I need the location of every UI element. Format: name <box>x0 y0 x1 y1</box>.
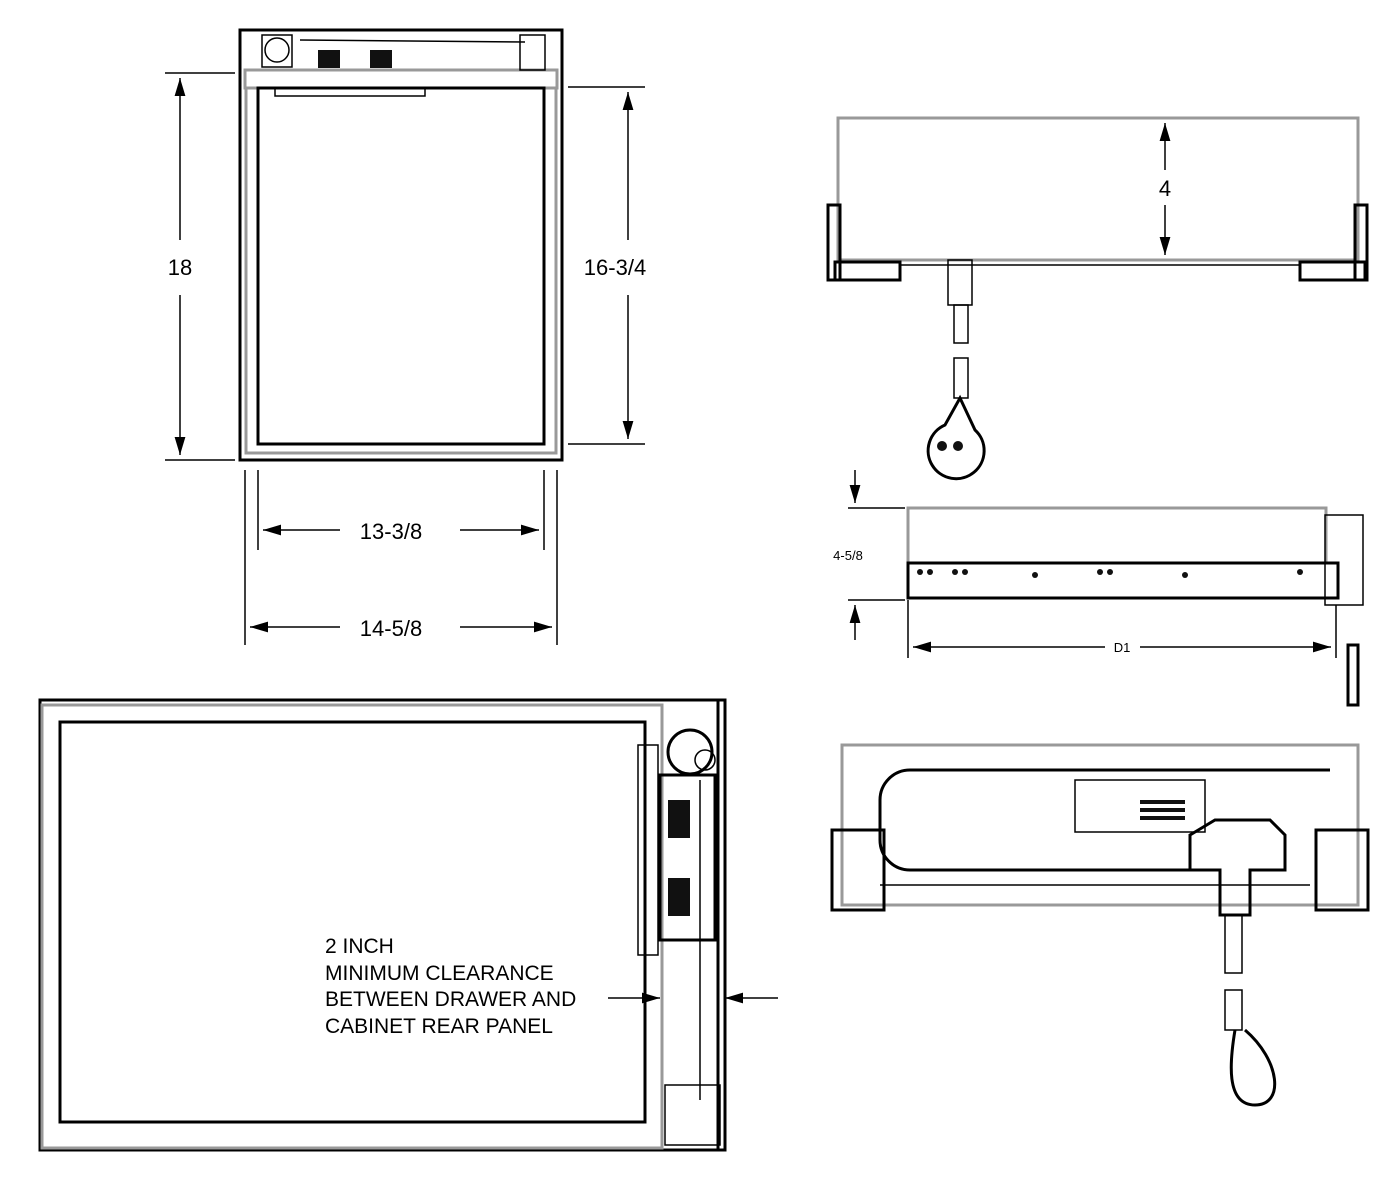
clearance-note-line-4: CABINET REAR PANEL <box>325 1015 553 1038</box>
dim-depth: D1 <box>1114 640 1131 655</box>
clearance-note-line-3: BETWEEN DRAWER AND <box>325 988 576 1011</box>
dim-width-outer: 14-5/8 <box>360 616 422 641</box>
dim-height-drawer: 4-5/8 <box>833 548 863 563</box>
coil-a <box>318 50 340 68</box>
side-view-drawer: 4-5/8 D1 <box>833 470 1364 707</box>
cabinet-outline <box>238 28 564 462</box>
side-view-top: 4 <box>826 116 1369 481</box>
coil-b <box>370 50 392 68</box>
drawer-frame <box>244 86 558 455</box>
front-view: 18 16-3/4 13-3/8 14-5/8 <box>165 28 646 645</box>
top-view-right <box>830 743 1370 1107</box>
clearance-note-line-1: 2 INCH <box>325 935 394 958</box>
top-view-left: 2 INCH MINIMUM CLEARANCE BETWEEN DRAWER … <box>38 698 778 1152</box>
plug-icon <box>926 394 986 481</box>
drawer-inner <box>256 86 546 446</box>
dim-height-inner: 16-3/4 <box>584 255 646 280</box>
dim-height-outer: 18 <box>168 255 192 280</box>
clearance-note-line-2: MINIMUM CLEARANCE <box>325 962 554 985</box>
dim-width-inner: 13-3/8 <box>360 519 422 544</box>
dim-height-top: 4 <box>1159 176 1171 201</box>
